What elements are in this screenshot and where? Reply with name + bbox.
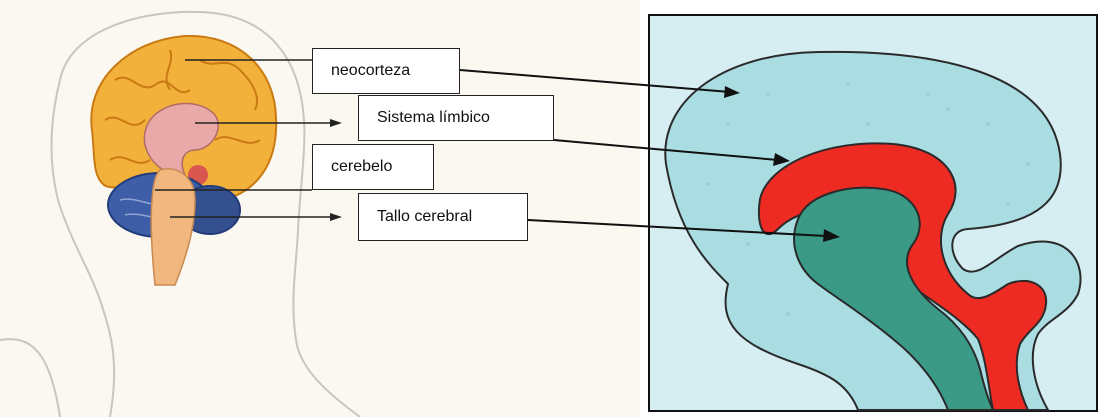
schematic-illustration	[648, 14, 1098, 412]
label-brainstem: Tallo cerebral	[358, 193, 528, 241]
label-cerebellum: cerebelo	[312, 144, 434, 190]
label-limbic-system: Sistema límbico	[358, 95, 554, 141]
label-neocortex: neocorteza	[312, 48, 460, 94]
